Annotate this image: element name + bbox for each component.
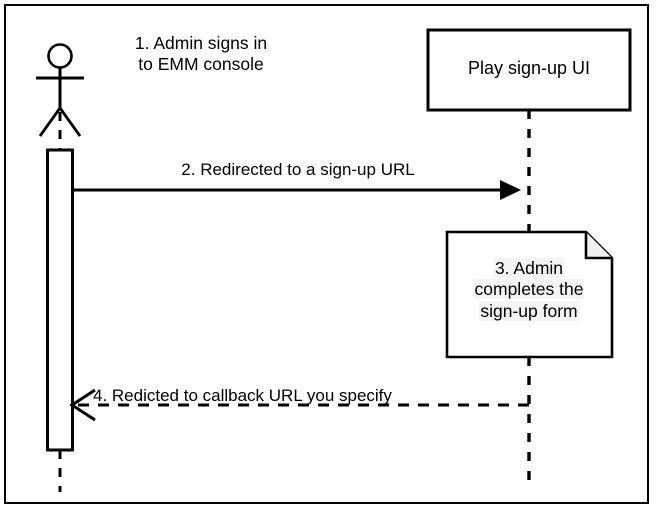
message-4-arrow <box>69 388 529 422</box>
actor-label-line-2: to EMM console <box>138 54 264 75</box>
note-label-line-1: 3. Admin <box>493 258 565 278</box>
actor-label-line-1: 1. Admin signs in <box>134 33 268 53</box>
message-2-label: 2. Redirected to a sign-up URL <box>181 160 415 179</box>
message-2-arrow <box>72 180 521 200</box>
note-label-line-3: sign-up form <box>479 300 579 321</box>
diagram-frame-border <box>4 4 649 504</box>
stick-figure-actor-icon <box>36 43 84 137</box>
message-4-label: 4. Redicted to callback URL you specify <box>93 386 392 405</box>
participant-box-label-play-signup-ui: Play sign-up UI <box>467 58 591 78</box>
actor-activation-bar <box>46 148 74 452</box>
note-label-line-2: completes the <box>473 279 585 300</box>
